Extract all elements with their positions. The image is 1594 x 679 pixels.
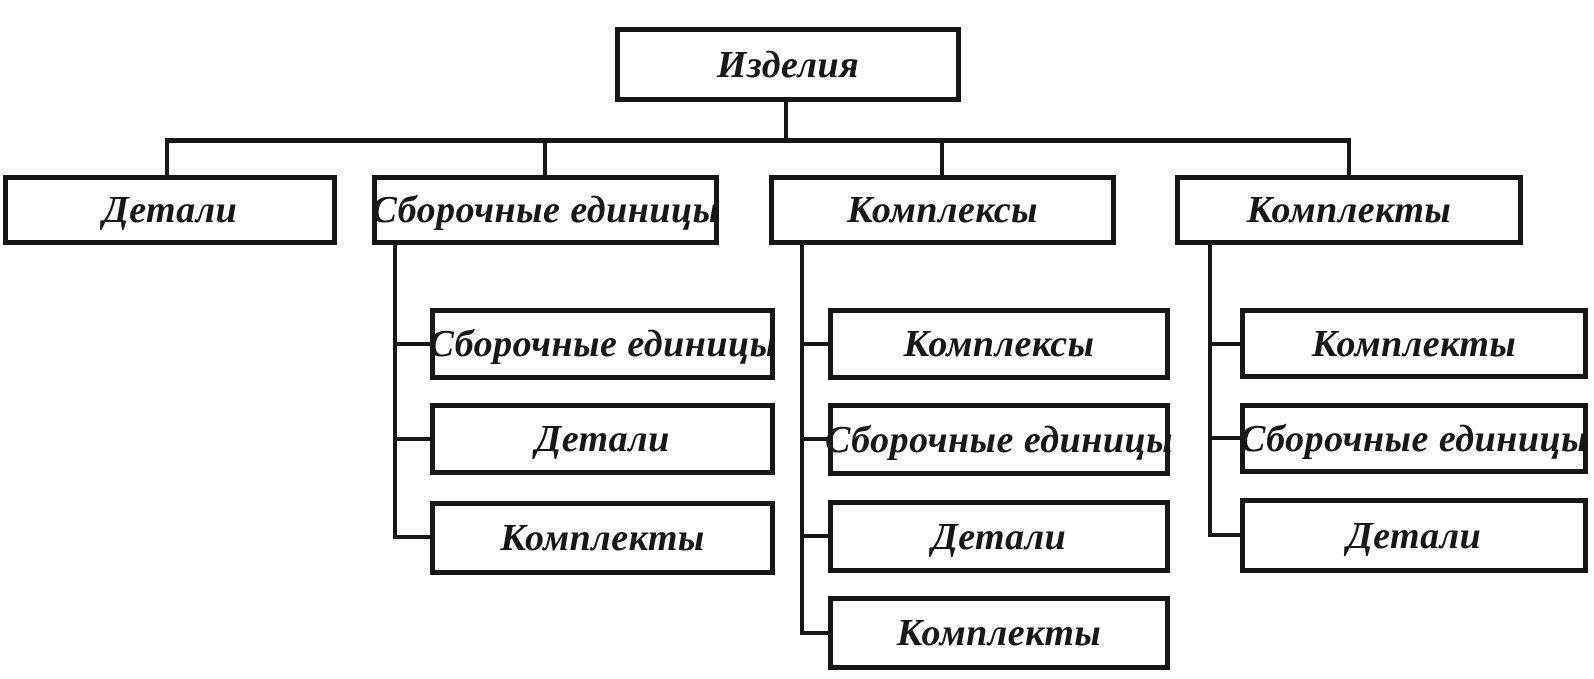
connector-drop-detali <box>165 141 169 175</box>
node-kompleksy: Комплексы <box>769 175 1116 245</box>
node-komplekty-child-detali: Детали <box>1240 498 1588 573</box>
node-komplekty-child-sborochnye-edinitsy: Сборочные единицы <box>1240 403 1588 474</box>
node-sborochnye-child-detali: Детали <box>430 403 775 475</box>
connector-drop-sborochnye-edinitsy <box>543 141 547 175</box>
stub-kompleksy-child-1 <box>800 437 832 441</box>
node-kompleksy-child-komplekty: Комплекты <box>828 596 1170 670</box>
node-kompleksy-child-kompleksy: Комплексы <box>828 308 1170 380</box>
node-komplekty-child-komplekty: Комплекты <box>1240 308 1588 379</box>
connector-drop-kompleksy <box>940 141 944 175</box>
node-komplekty: Комплекты <box>1175 175 1523 245</box>
stub-komplekty-child-2 <box>1208 533 1244 537</box>
node-izdeliya: Изделия <box>615 27 961 102</box>
node-kompleksy-child-detali: Детали <box>828 500 1170 573</box>
stub-kompleksy-child-0 <box>800 342 832 346</box>
trunk-komplekty-branch <box>1208 243 1212 537</box>
connector-level2-bus <box>165 138 1351 143</box>
connector-drop-komplekty <box>1347 141 1351 175</box>
node-sborochnye-edinitsy: Сборочные единицы <box>372 175 719 245</box>
node-sborochnye-child-komplekty: Комплекты <box>430 501 775 575</box>
stub-kompleksy-child-2 <box>800 534 832 538</box>
node-detali: Детали <box>3 175 337 245</box>
connector-root-stem <box>784 100 788 142</box>
stub-komplekty-child-1 <box>1208 436 1244 440</box>
stub-sborochnye-child-0 <box>393 342 434 346</box>
node-sborochnye-child-sborochnye-edinitsy: Сборочные единицы <box>429 308 776 380</box>
stub-sborochnye-child-2 <box>393 535 434 539</box>
stub-kompleksy-child-3 <box>800 631 832 635</box>
trunk-sborochnye-branch <box>393 243 397 539</box>
node-kompleksy-child-sborochnye-edinitsy: Сборочные единицы <box>825 403 1173 476</box>
stub-komplekty-child-0 <box>1208 342 1244 346</box>
stub-sborochnye-child-1 <box>393 437 434 441</box>
